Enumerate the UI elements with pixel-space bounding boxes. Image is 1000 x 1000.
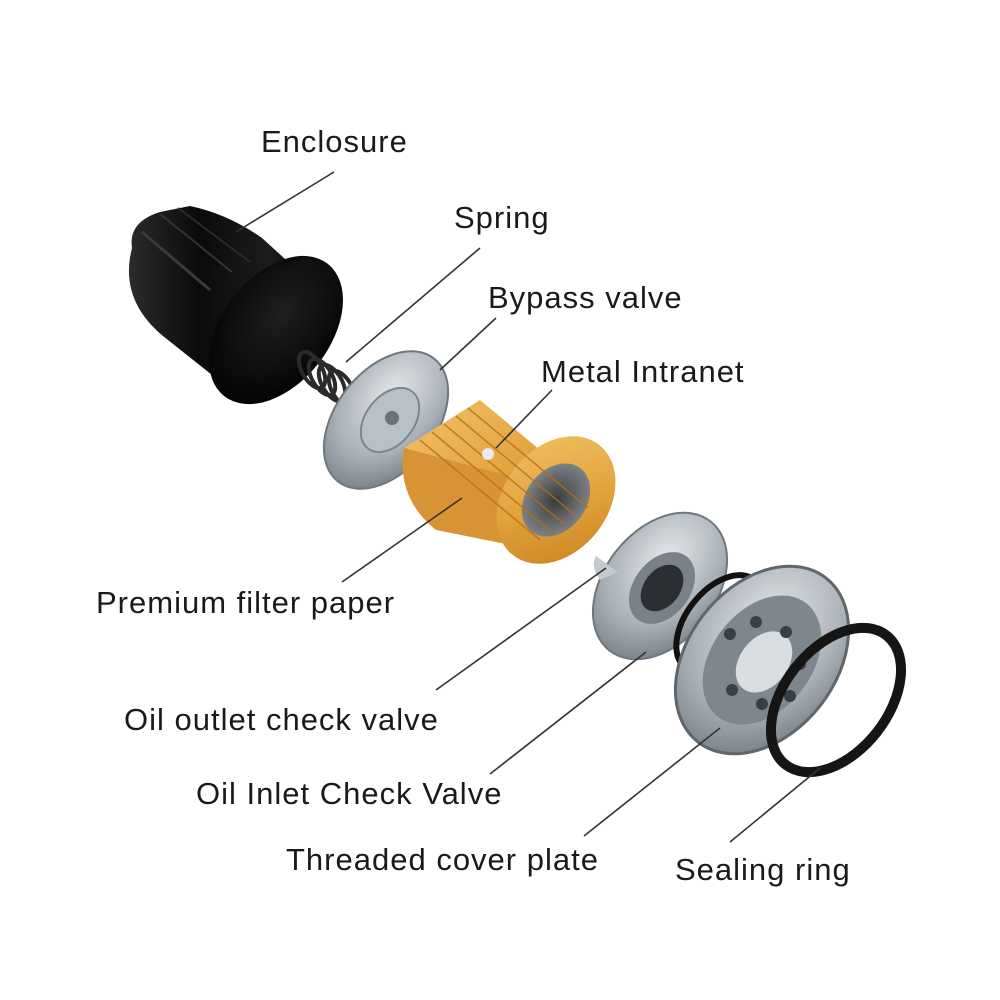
- leader-enclosure: [235, 171, 335, 233]
- leader-inlet: [489, 651, 647, 775]
- label-filter-paper: Premium filter paper: [96, 585, 396, 620]
- leader-paper: [341, 497, 463, 583]
- label-enclosure: Enclosure: [261, 124, 408, 159]
- leader-metal: [495, 389, 553, 449]
- leader-cover: [583, 727, 721, 837]
- filter-paper-part: [402, 400, 616, 564]
- cover-plate-part: [673, 564, 851, 756]
- label-metal-intranet: Metal Intranet: [541, 354, 745, 389]
- label-outlet-check-valve: Oil outlet check valve: [124, 702, 439, 737]
- label-cover-plate: Threaded cover plate: [286, 842, 599, 877]
- sealing-ring-part: [765, 622, 907, 778]
- metal-intranet-part: [482, 448, 494, 460]
- leader-spring: [345, 247, 481, 363]
- label-sealing-ring: Sealing ring: [675, 852, 851, 887]
- leader-outlet: [435, 567, 607, 691]
- enclosure-part: [128, 206, 343, 405]
- check-valve-part: [591, 511, 729, 661]
- leader-seal: [729, 767, 821, 843]
- leader-bypass: [439, 317, 497, 371]
- label-spring: Spring: [454, 200, 550, 235]
- label-bypass-valve: Bypass valve: [488, 280, 683, 315]
- label-inlet-check-valve: Oil Inlet Check Valve: [196, 776, 503, 811]
